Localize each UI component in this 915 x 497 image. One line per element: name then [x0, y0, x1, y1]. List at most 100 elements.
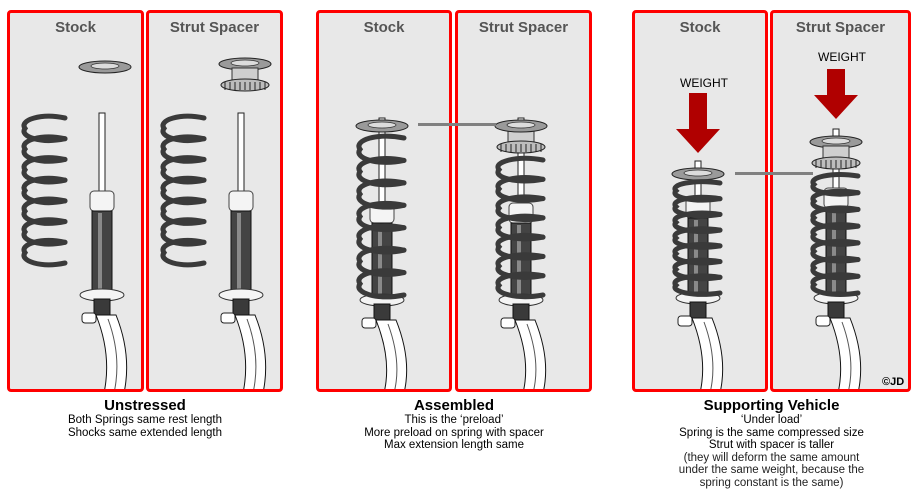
damper-highlight [517, 225, 521, 298]
spring-coil [21, 217, 68, 247]
spring-coil [495, 155, 546, 184]
spring-coil [810, 188, 861, 214]
caption-line: Shocks same extended length [67, 426, 223, 439]
weight-arrow-icon [814, 69, 858, 119]
caption-line: Spring is the same compressed size [679, 426, 864, 439]
spring-coil [356, 133, 407, 165]
piston-rod [98, 112, 106, 192]
spring-coil [160, 134, 207, 164]
spring-coil [356, 223, 407, 255]
lower-tube [689, 301, 707, 319]
steering-knuckle [234, 314, 267, 389]
knuckle-edge [387, 323, 398, 389]
assembled-stock-drawing [355, 117, 409, 389]
spring-coil [495, 194, 546, 222]
caption-title: Assembled [413, 397, 495, 414]
coil-spring [495, 155, 546, 300]
panel-title: Stock [363, 19, 405, 36]
knuckle-clamp [361, 317, 377, 329]
assembled-spacer-drawing [494, 117, 548, 389]
spring-coil [672, 179, 723, 203]
caption-line: (they will deform the same amount [683, 451, 860, 464]
knuckle-clamp [81, 312, 97, 324]
bump-stop [228, 190, 254, 212]
coil-spring [160, 113, 207, 268]
caption-line: More preload on spring with spacer [364, 426, 544, 439]
spring-coil [356, 200, 407, 233]
loaded-spacer-drawing [809, 69, 863, 389]
caption-line: spring constant is the same) [699, 476, 844, 489]
spring-coil [810, 272, 861, 297]
top-mount-center [367, 121, 397, 129]
knuckle-edge [246, 318, 257, 389]
top-mount-center [683, 169, 713, 177]
damper-highlight [98, 213, 102, 293]
damper-highlight [237, 213, 241, 293]
panel-unstressed-stock: Stock [7, 10, 144, 392]
top-mount-center [90, 62, 120, 70]
panel-unstressed-spacer: Strut Spacer [146, 10, 283, 392]
spring-coil [672, 226, 723, 250]
steering-knuckle [691, 317, 724, 389]
knuckle-clamp [815, 315, 831, 327]
loaded-height-line [735, 172, 813, 175]
caption-supporting: Supporting Vehicle ‘Under load’ Spring i… [632, 397, 911, 489]
spring-coil [356, 178, 407, 210]
spring-coil [672, 257, 723, 282]
caption-title: Unstressed [104, 397, 186, 414]
spring-coil [21, 196, 68, 226]
knuckle-edge [841, 321, 852, 389]
spring-coil [810, 238, 861, 264]
panel-title: Strut Spacer [169, 19, 260, 36]
knuckle-clamp [500, 317, 516, 329]
spring-coil [810, 222, 861, 247]
spring-coil [356, 245, 407, 277]
spring-coil [160, 155, 207, 185]
coil-spring [356, 133, 407, 300]
spring-coil [160, 238, 207, 268]
lower-tube [512, 303, 530, 321]
panel-loaded-stock: Stock [632, 10, 768, 392]
panel-title: Stock [679, 19, 721, 36]
caption-line: under the same weight, because the [678, 464, 865, 476]
preload-height-line [418, 123, 496, 126]
unstressed-stock-drawing [21, 60, 132, 389]
spring-coil [672, 210, 723, 234]
steering-knuckle [95, 314, 128, 389]
knuckle-clamp [220, 312, 236, 324]
panel-title: Strut Spacer [478, 19, 569, 36]
spring-coil [810, 205, 861, 231]
top-mount-center [821, 137, 851, 145]
steering-knuckle [375, 319, 408, 389]
caption-unstressed: Unstressed Both Springs same rest length… [7, 397, 283, 439]
copyright-label: ©JD [882, 376, 905, 388]
knuckle-edge [526, 323, 537, 389]
spring-coil [21, 175, 68, 206]
spring-coil [21, 155, 68, 185]
caption-line: This is the ‘preload’ [404, 414, 504, 426]
damper-highlight [378, 225, 382, 298]
spring-coil [672, 273, 723, 297]
spring-coil [21, 134, 68, 164]
knuckle-clamp [677, 315, 693, 327]
loaded-stock-drawing [671, 93, 725, 389]
caption-line: Strut with spacer is taller [708, 439, 835, 451]
piston-rod [237, 112, 245, 192]
coil-spring [21, 113, 68, 268]
spring-coil [672, 242, 723, 266]
weight-label-spacer: WEIGHT [818, 50, 866, 64]
spring-coil [21, 238, 68, 268]
caption-title: Supporting Vehicle [703, 397, 840, 414]
caption-assembled: Assembled This is the ‘preload’ More pre… [316, 397, 592, 452]
spring-coil [495, 213, 546, 242]
spring-coil [160, 196, 207, 226]
spring-coil [495, 252, 546, 280]
spring-coil [672, 194, 723, 219]
panel-title: Strut Spacer [795, 19, 886, 36]
spring-coil [160, 113, 207, 143]
spring-coil [356, 268, 407, 300]
coil-spring [672, 179, 723, 297]
panel-loaded-spacer: Strut Spacer [770, 10, 911, 392]
lower-tube [373, 303, 391, 321]
spring-coil [810, 255, 861, 281]
